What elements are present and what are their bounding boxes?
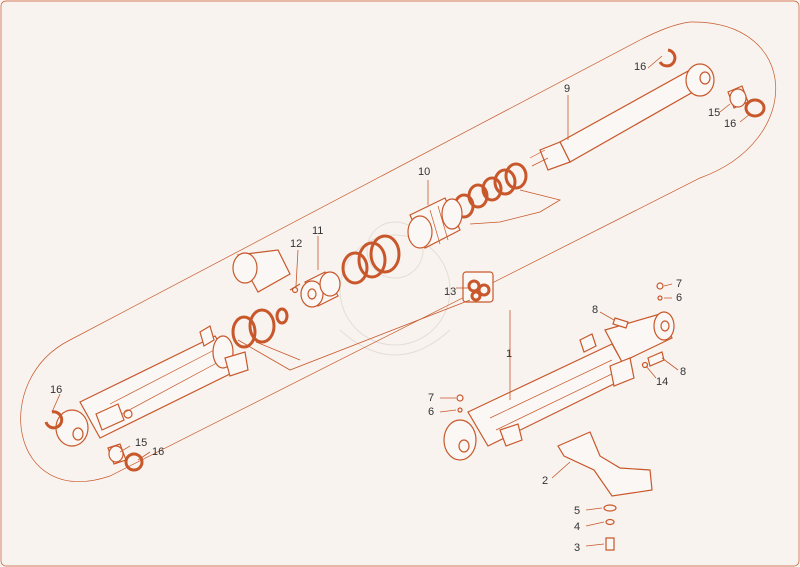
- label-6-right: 6: [676, 292, 682, 304]
- seal-rings-upper: [453, 162, 562, 225]
- label-5: 5: [574, 505, 580, 517]
- cylinder-right: [443, 311, 675, 461]
- label-7-left: 7: [428, 392, 434, 404]
- label-15-top: 15: [708, 107, 720, 119]
- label-10: 10: [418, 166, 430, 178]
- grease-fittings: [456, 282, 665, 413]
- label-16-bottom: 16: [152, 446, 164, 458]
- gland-head: [407, 197, 463, 249]
- label-9: 9: [564, 83, 570, 95]
- label-4: 4: [574, 521, 580, 533]
- label-8-right: 8: [680, 366, 686, 378]
- piston: [300, 271, 341, 308]
- label-15-left: 15: [135, 437, 147, 449]
- o-rings-13: [341, 234, 401, 285]
- rod-bushing-left: [44, 410, 144, 472]
- piston-rings: [231, 299, 471, 371]
- label-7-right: 7: [676, 278, 682, 290]
- mounting-bracket: [557, 431, 653, 551]
- rod-bushing-top: [658, 48, 766, 118]
- seal-kit-bag: [462, 271, 494, 303]
- label-12: 12: [290, 238, 302, 250]
- label-2: 2: [542, 475, 548, 487]
- piston-rod: [529, 63, 715, 171]
- label-6-left: 6: [428, 406, 434, 418]
- lock-pin: [289, 283, 301, 294]
- kit-outline: [20, 21, 777, 482]
- leader-lines: [51, 55, 751, 547]
- label-3: 3: [574, 542, 580, 554]
- label-8-top: 8: [592, 304, 598, 316]
- watermark: [339, 221, 451, 356]
- label-1: 1: [506, 348, 512, 360]
- label-16-left: 16: [50, 384, 62, 396]
- label-11: 11: [312, 225, 323, 237]
- label-13: 13: [444, 286, 456, 298]
- cylinder-left: [55, 325, 249, 447]
- label-16-right: 16: [724, 118, 736, 130]
- label-14: 14: [656, 376, 668, 388]
- label-16-top: 16: [634, 61, 646, 73]
- cylinder-cap: [232, 249, 291, 293]
